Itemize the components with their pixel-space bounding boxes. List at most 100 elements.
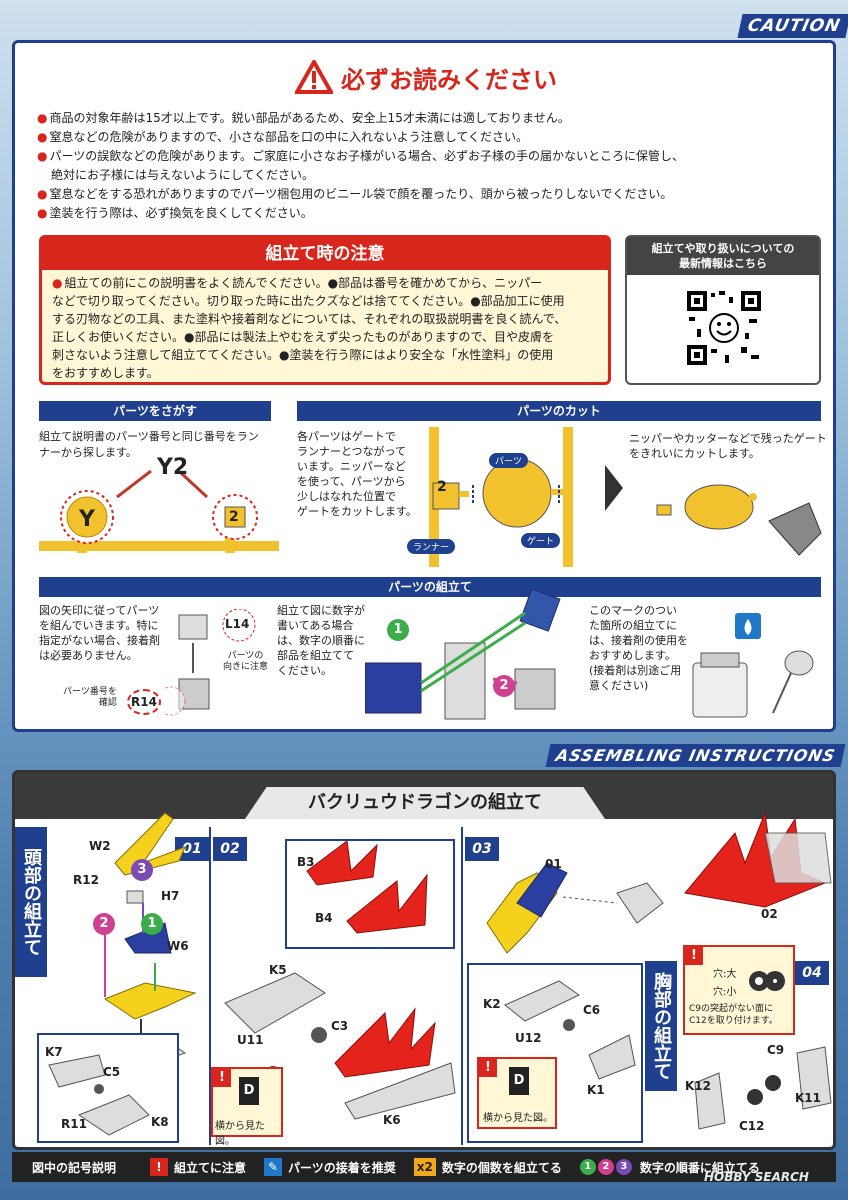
part-d-icon: D [509, 1067, 529, 1095]
divider [209, 827, 211, 1145]
head-assembly-illustration [103, 812, 197, 1063]
qr-code[interactable] [685, 289, 763, 367]
cut-parts-text: 各パーツはゲートで ランナーとつながって います。ニッパーなど を使って、パーツ… [297, 430, 417, 518]
attention-icon: ! [479, 1059, 497, 1077]
label-l14: L14 [225, 617, 250, 631]
part-label: K7 [45, 1045, 63, 1059]
step-marker-2: 2 [93, 913, 115, 935]
label-orientation: パーツの 向きに注意 [223, 651, 269, 672]
label-r14: R14 [127, 689, 161, 715]
legend-title: 図中の記号説明 [32, 1160, 117, 1175]
part-label: B3 [297, 855, 315, 869]
cement-illustration [692, 613, 814, 718]
step-03-inset-illustration [504, 980, 636, 1080]
wing-inset-box: B3 B4 [285, 839, 455, 949]
assemble-parts-bar: パーツの組立て [39, 577, 821, 597]
assembly-02-ref-illustration [684, 811, 832, 908]
step-04-illustration [694, 1046, 832, 1130]
cut-parts-label-runner: ランナー [407, 539, 456, 554]
caution-list: ●商品の対象年齢は15才以上です。鋭い部品があるため、安全上15才未満には適して… [37, 109, 817, 223]
part-label: 02 [761, 907, 778, 921]
next-arrow-icon [605, 465, 623, 511]
c9-note-text: C9の突起がない面に C12を取り付けます。 [689, 1004, 778, 1026]
hole-big-label: 穴:大 [713, 969, 737, 980]
attention-icon: ! [685, 947, 703, 965]
step-number: 03 [465, 837, 499, 861]
step-marker-1: 1 [141, 913, 163, 935]
side-view-label: 横から見た図。 [215, 1121, 265, 1147]
legend-item: 数字の個数を組立てる [441, 1160, 562, 1175]
part-label: K8 [151, 1115, 169, 1129]
find-parts-label-2: 2 [229, 509, 239, 525]
step-marker-3: 3 [131, 859, 153, 881]
find-parts-label-y2: Y2 [157, 455, 189, 480]
c9-note-box: ! 穴:大 穴:小 C9の突起がない面に C12を取り付けます。 [683, 945, 795, 1035]
part-label: C5 [103, 1065, 121, 1079]
caution-title-text: 必ずお読みください [341, 65, 557, 94]
caution-item: ●塗装を行う際は、必ず換気を良くしてください。 [37, 206, 313, 220]
step-marker-2: 2 [493, 675, 515, 697]
count-badge-icon: x2 [413, 1158, 436, 1176]
legend-item: 数字の順番に組立てる [639, 1160, 760, 1175]
cut-parts-label-part: パーツ [489, 453, 528, 468]
part-label: C3 [331, 1019, 349, 1033]
part-label: K12 [685, 1079, 711, 1093]
cut-parts-illustration [429, 427, 573, 567]
assembly-notice-text: ●組立ての前にこの説明書をよく読んでください。●部品は番号を確かめてから、ニッパ… [52, 276, 567, 380]
label-check-partno: パーツ番号を 確認 [63, 687, 117, 708]
part-label: U11 [237, 1033, 264, 1047]
part-label: K6 [383, 1113, 401, 1127]
step-number: 04 [795, 961, 829, 985]
assemble-parts-text2: 組立て図に数字が 書いてある場合 は、数字の順番に 部品を組立てて ください。 [277, 604, 365, 677]
part-label: C6 [583, 1003, 601, 1017]
hole-small-label: 穴:小 [713, 987, 737, 998]
part-label: K5 [269, 963, 287, 977]
side-view-note-2: ! D 横から見た図。 [477, 1057, 557, 1129]
caution-item: ●窒息などの危険がありますので、小さな部品を口の中に入れないよう注意してください… [37, 130, 529, 144]
step-03-inset-box: K2 C6 U12 K1 ! D 横から見た図。 [467, 963, 643, 1143]
caution-item: ●窒息などをする恐れがありますのでパーツ梱包用のビニール袋で顔を覆ったり、頭から… [37, 187, 673, 201]
assembly-notice-title: 組立て時の注意 [42, 238, 608, 270]
chest-assembly-illustration [224, 972, 456, 1120]
find-parts-bar: パーツをさがす [39, 401, 271, 421]
attention-icon: ! [150, 1158, 169, 1176]
part-label: W6 [167, 939, 189, 953]
legend-item: 組立てに注意 [174, 1160, 247, 1175]
cement-icon: ✎ [264, 1158, 283, 1176]
step-marker-1: 1 [579, 1159, 596, 1175]
caution-title: 必ずお読みください [295, 57, 595, 97]
part-label: C9 [767, 1043, 785, 1057]
step-marker-2: 2 [597, 1159, 614, 1175]
trim-gate-illustration [656, 484, 822, 556]
head-inset-illustration [48, 1054, 150, 1136]
part-label: W2 [89, 839, 111, 853]
qr-title: 組立てや取り扱いについての 最新情報はこちら [627, 237, 819, 275]
cut-parts-bar: パーツのカット [297, 401, 821, 421]
side-label-head: 頭部の組立て [15, 827, 47, 977]
head-inset-box: K7 C5 R11 K8 [37, 1033, 179, 1143]
instructions-panel: バクリュウドラゴンの組立て 頭部の組立て 胸部の組立て 01 02 03 04 … [12, 770, 836, 1150]
part-label: K11 [795, 1091, 821, 1105]
side-view-label: 横から見た図。 [483, 1113, 553, 1124]
find-parts-illustration [39, 469, 279, 553]
legend-item: パーツの接着を推奨 [288, 1160, 396, 1175]
caution-header: CAUTION [737, 14, 848, 38]
caution-item: ●商品の対象年齢は15才以上です。鋭い部品があるため、安全上15才未満には適して… [37, 111, 570, 125]
numbered-assembly-illustration [365, 588, 561, 720]
part-label: R12 [73, 873, 99, 887]
cut-parts-label-gate: ゲート [521, 533, 561, 548]
part-label: K1 [587, 1083, 605, 1097]
attention-icon: ! [213, 1069, 231, 1087]
part-label: 01 [545, 857, 562, 871]
step-marker-3: 3 [615, 1159, 632, 1175]
cut-parts-text2: ニッパーやカッターなどで残ったゲート をきれいにカットします。 [629, 432, 827, 460]
part-label: C12 [739, 1119, 765, 1133]
part-label: K2 [483, 997, 501, 1011]
instructions-title: バクリュウドラゴンの組立て [245, 787, 605, 819]
part-label: U12 [515, 1031, 542, 1045]
caution-item: ●パーツの誤飲などの危険があります。ご家庭に小さなお子様がいる場合、必ずお子様の… [37, 149, 685, 163]
c9-part-icon [749, 971, 785, 991]
part-label: H7 [161, 889, 180, 903]
assembly-03-illustration [486, 862, 664, 954]
caution-panel: 必ずお読みください ●商品の対象年齢は15才以上です。鋭い部品があるため、安全上… [12, 40, 836, 732]
